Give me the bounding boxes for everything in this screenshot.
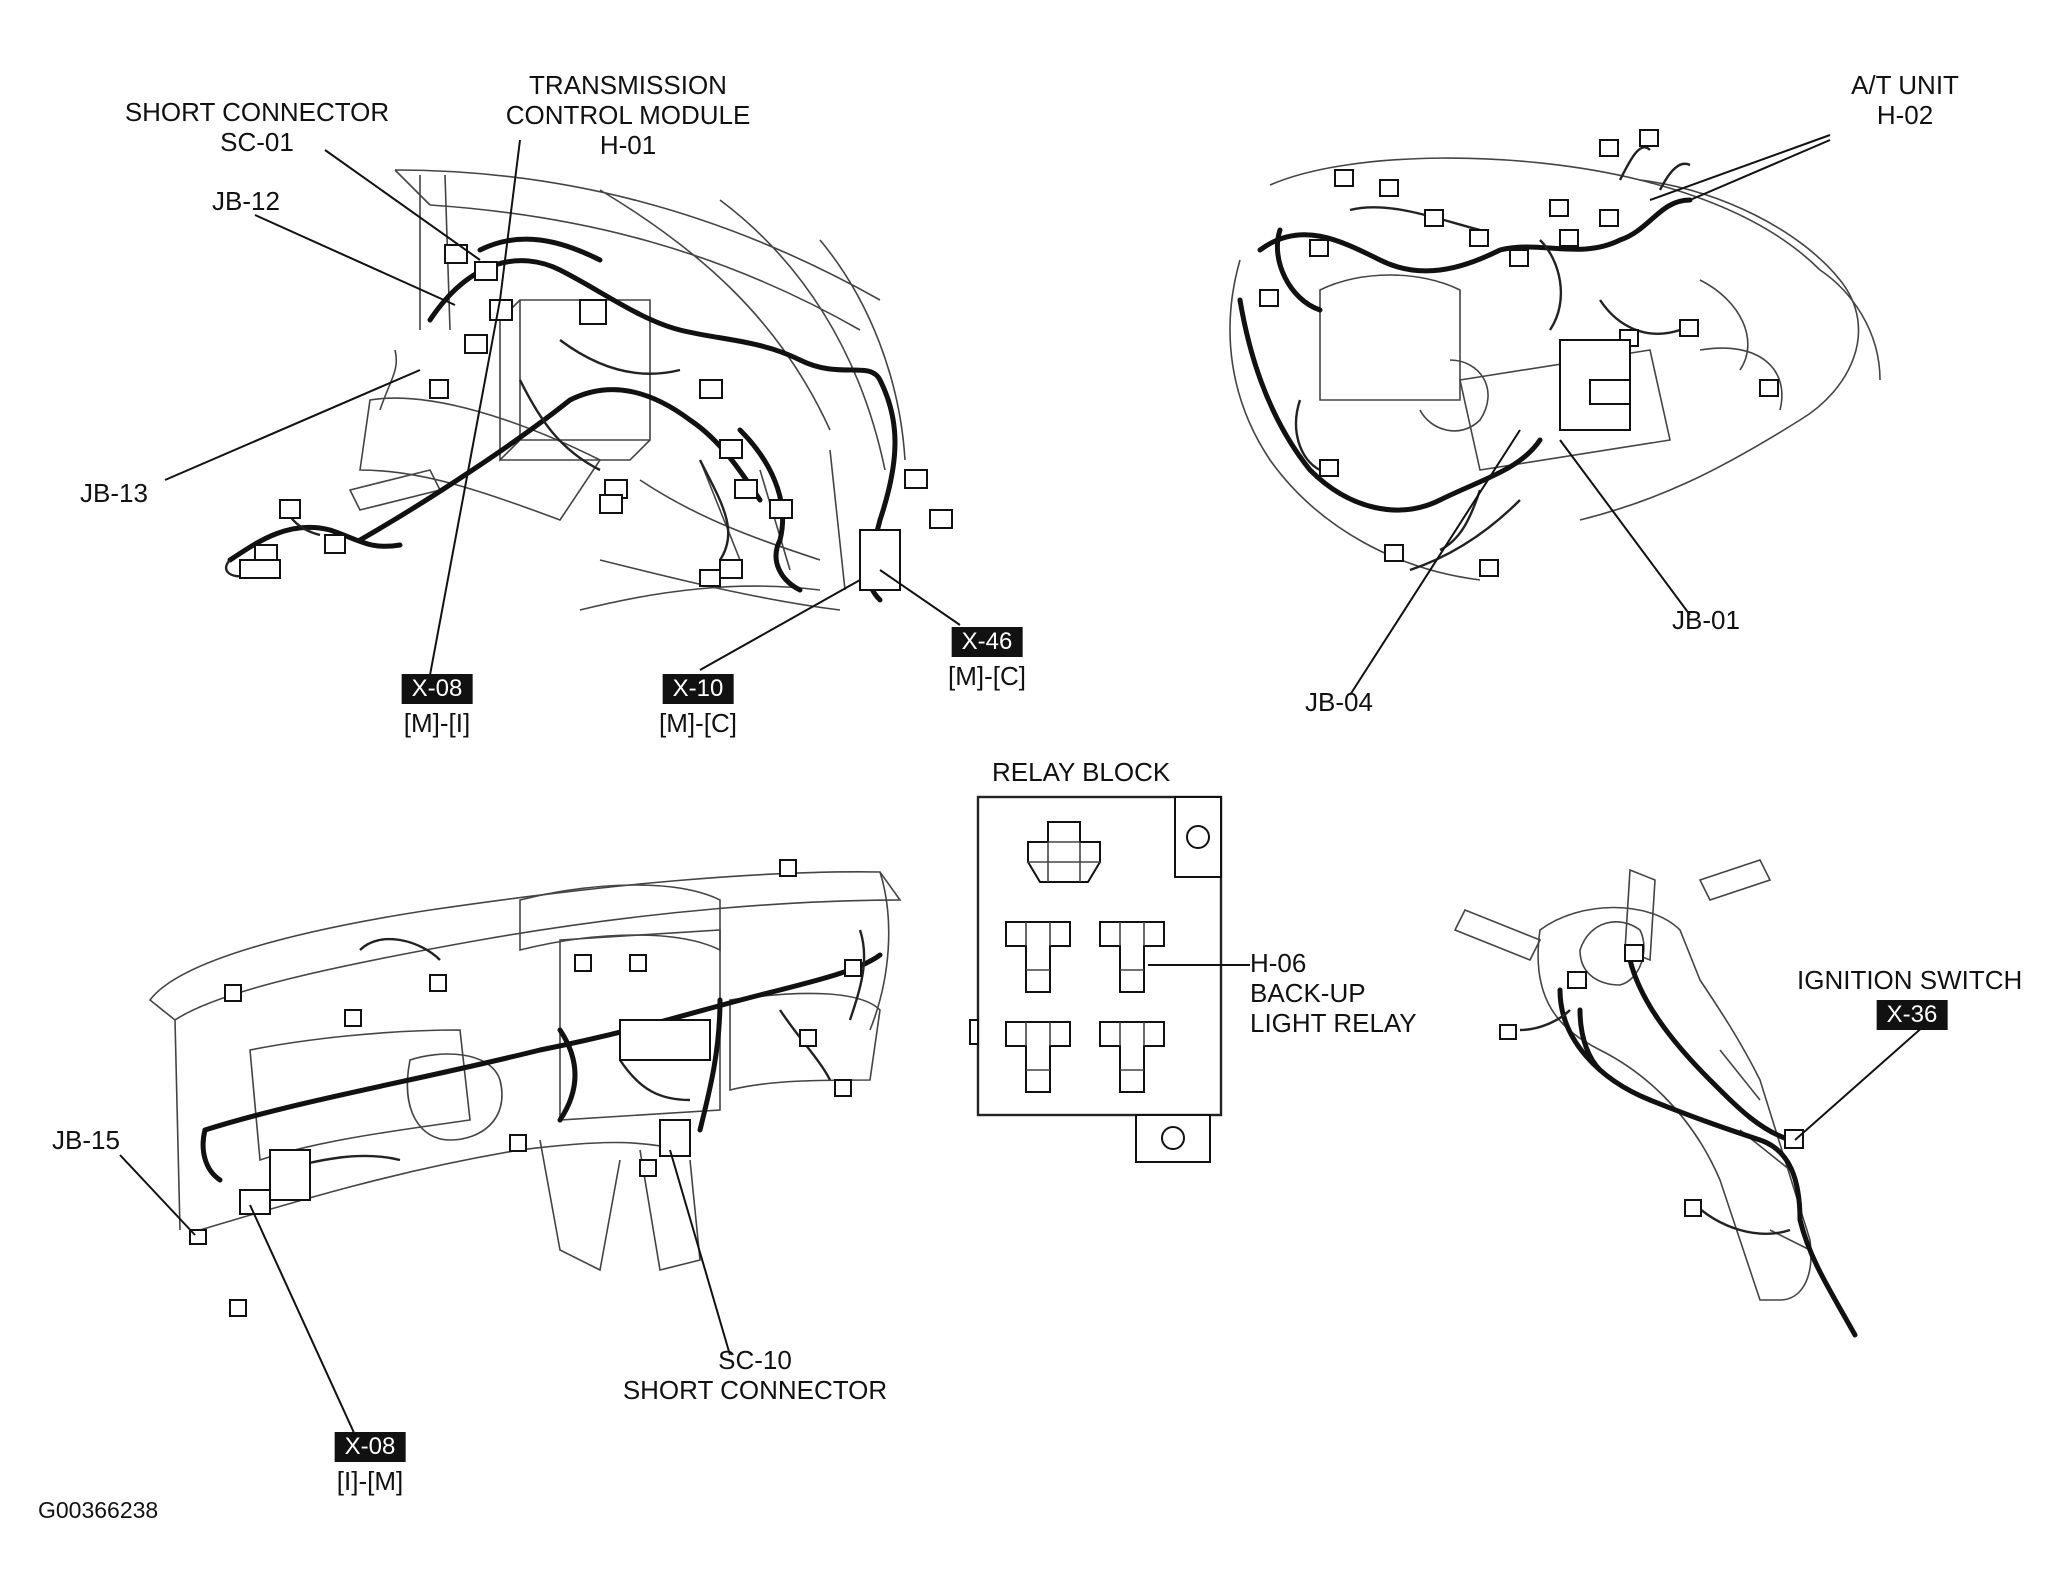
- h06-backup-light-relay-label: H-06 BACK-UP LIGHT RELAY: [1250, 948, 1417, 1038]
- jb15-label: JB-15: [52, 1125, 120, 1155]
- x08-top-pins: [M]-[I]: [403, 708, 471, 738]
- x08-top-callout: X-08: [401, 674, 473, 704]
- short-connector-sc01-label: SHORT CONNECTOR SC-01: [125, 97, 389, 157]
- at-unit-label-line1: A/T UNIT: [1851, 70, 1959, 100]
- x10-callout: X-10: [662, 674, 734, 704]
- figure-id: G00366238: [38, 1497, 159, 1523]
- top-right-engine-illustration: [1229, 129, 1881, 696]
- h06-label-line1: H-06: [1250, 948, 1307, 978]
- x36-callout: X-36: [1876, 1000, 1948, 1030]
- x46-callout: X-46: [951, 627, 1023, 657]
- relay-block-illustration: [969, 795, 1250, 1163]
- jb13-label: JB-13: [80, 478, 148, 508]
- sc10-label-line1: SC-10: [718, 1345, 792, 1375]
- x08-bottom-callout: X-08: [334, 1432, 406, 1462]
- sc10-label-line2: SHORT CONNECTOR: [622, 1375, 888, 1405]
- h06-label-line3: LIGHT RELAY: [1250, 1008, 1417, 1038]
- jb04-label: JB-04: [1305, 687, 1373, 717]
- short-connector-label-line1: SHORT CONNECTOR: [124, 97, 390, 127]
- bottom-left-instrument-panel-illustration: [119, 859, 902, 1436]
- x08-bottom-pins: [I]-[M]: [336, 1466, 404, 1496]
- x46-pins: [M]-[C]: [948, 661, 1026, 691]
- ignition-switch-label: IGNITION SWITCH: [1797, 965, 2023, 995]
- h06-label-line2: BACK-UP: [1250, 978, 1366, 1008]
- x10-pins: [M]-[C]: [659, 708, 737, 738]
- short-connector-label-line2: SC-01: [220, 127, 294, 157]
- at-unit-label-line2: H-02: [1876, 100, 1934, 130]
- tcm-label-line3: H-01: [599, 130, 657, 160]
- at-unit-h02-label: A/T UNIT H-02: [1851, 70, 1959, 130]
- ignition-switch-column-illustration: [1453, 859, 1926, 1338]
- jb01-label: JB-01: [1672, 605, 1740, 635]
- tcm-h01-label: TRANSMISSION CONTROL MODULE H-01: [506, 70, 751, 160]
- tcm-label-line2: CONTROL MODULE: [505, 100, 751, 130]
- sc10-short-connector-label: SC-10 SHORT CONNECTOR: [623, 1345, 887, 1405]
- relay-block-label: RELAY BLOCK: [992, 757, 1171, 787]
- tcm-label-line1: TRANSMISSION: [529, 70, 727, 100]
- jb12-label: JB-12: [212, 186, 280, 216]
- top-left-console-illustration: [164, 139, 961, 676]
